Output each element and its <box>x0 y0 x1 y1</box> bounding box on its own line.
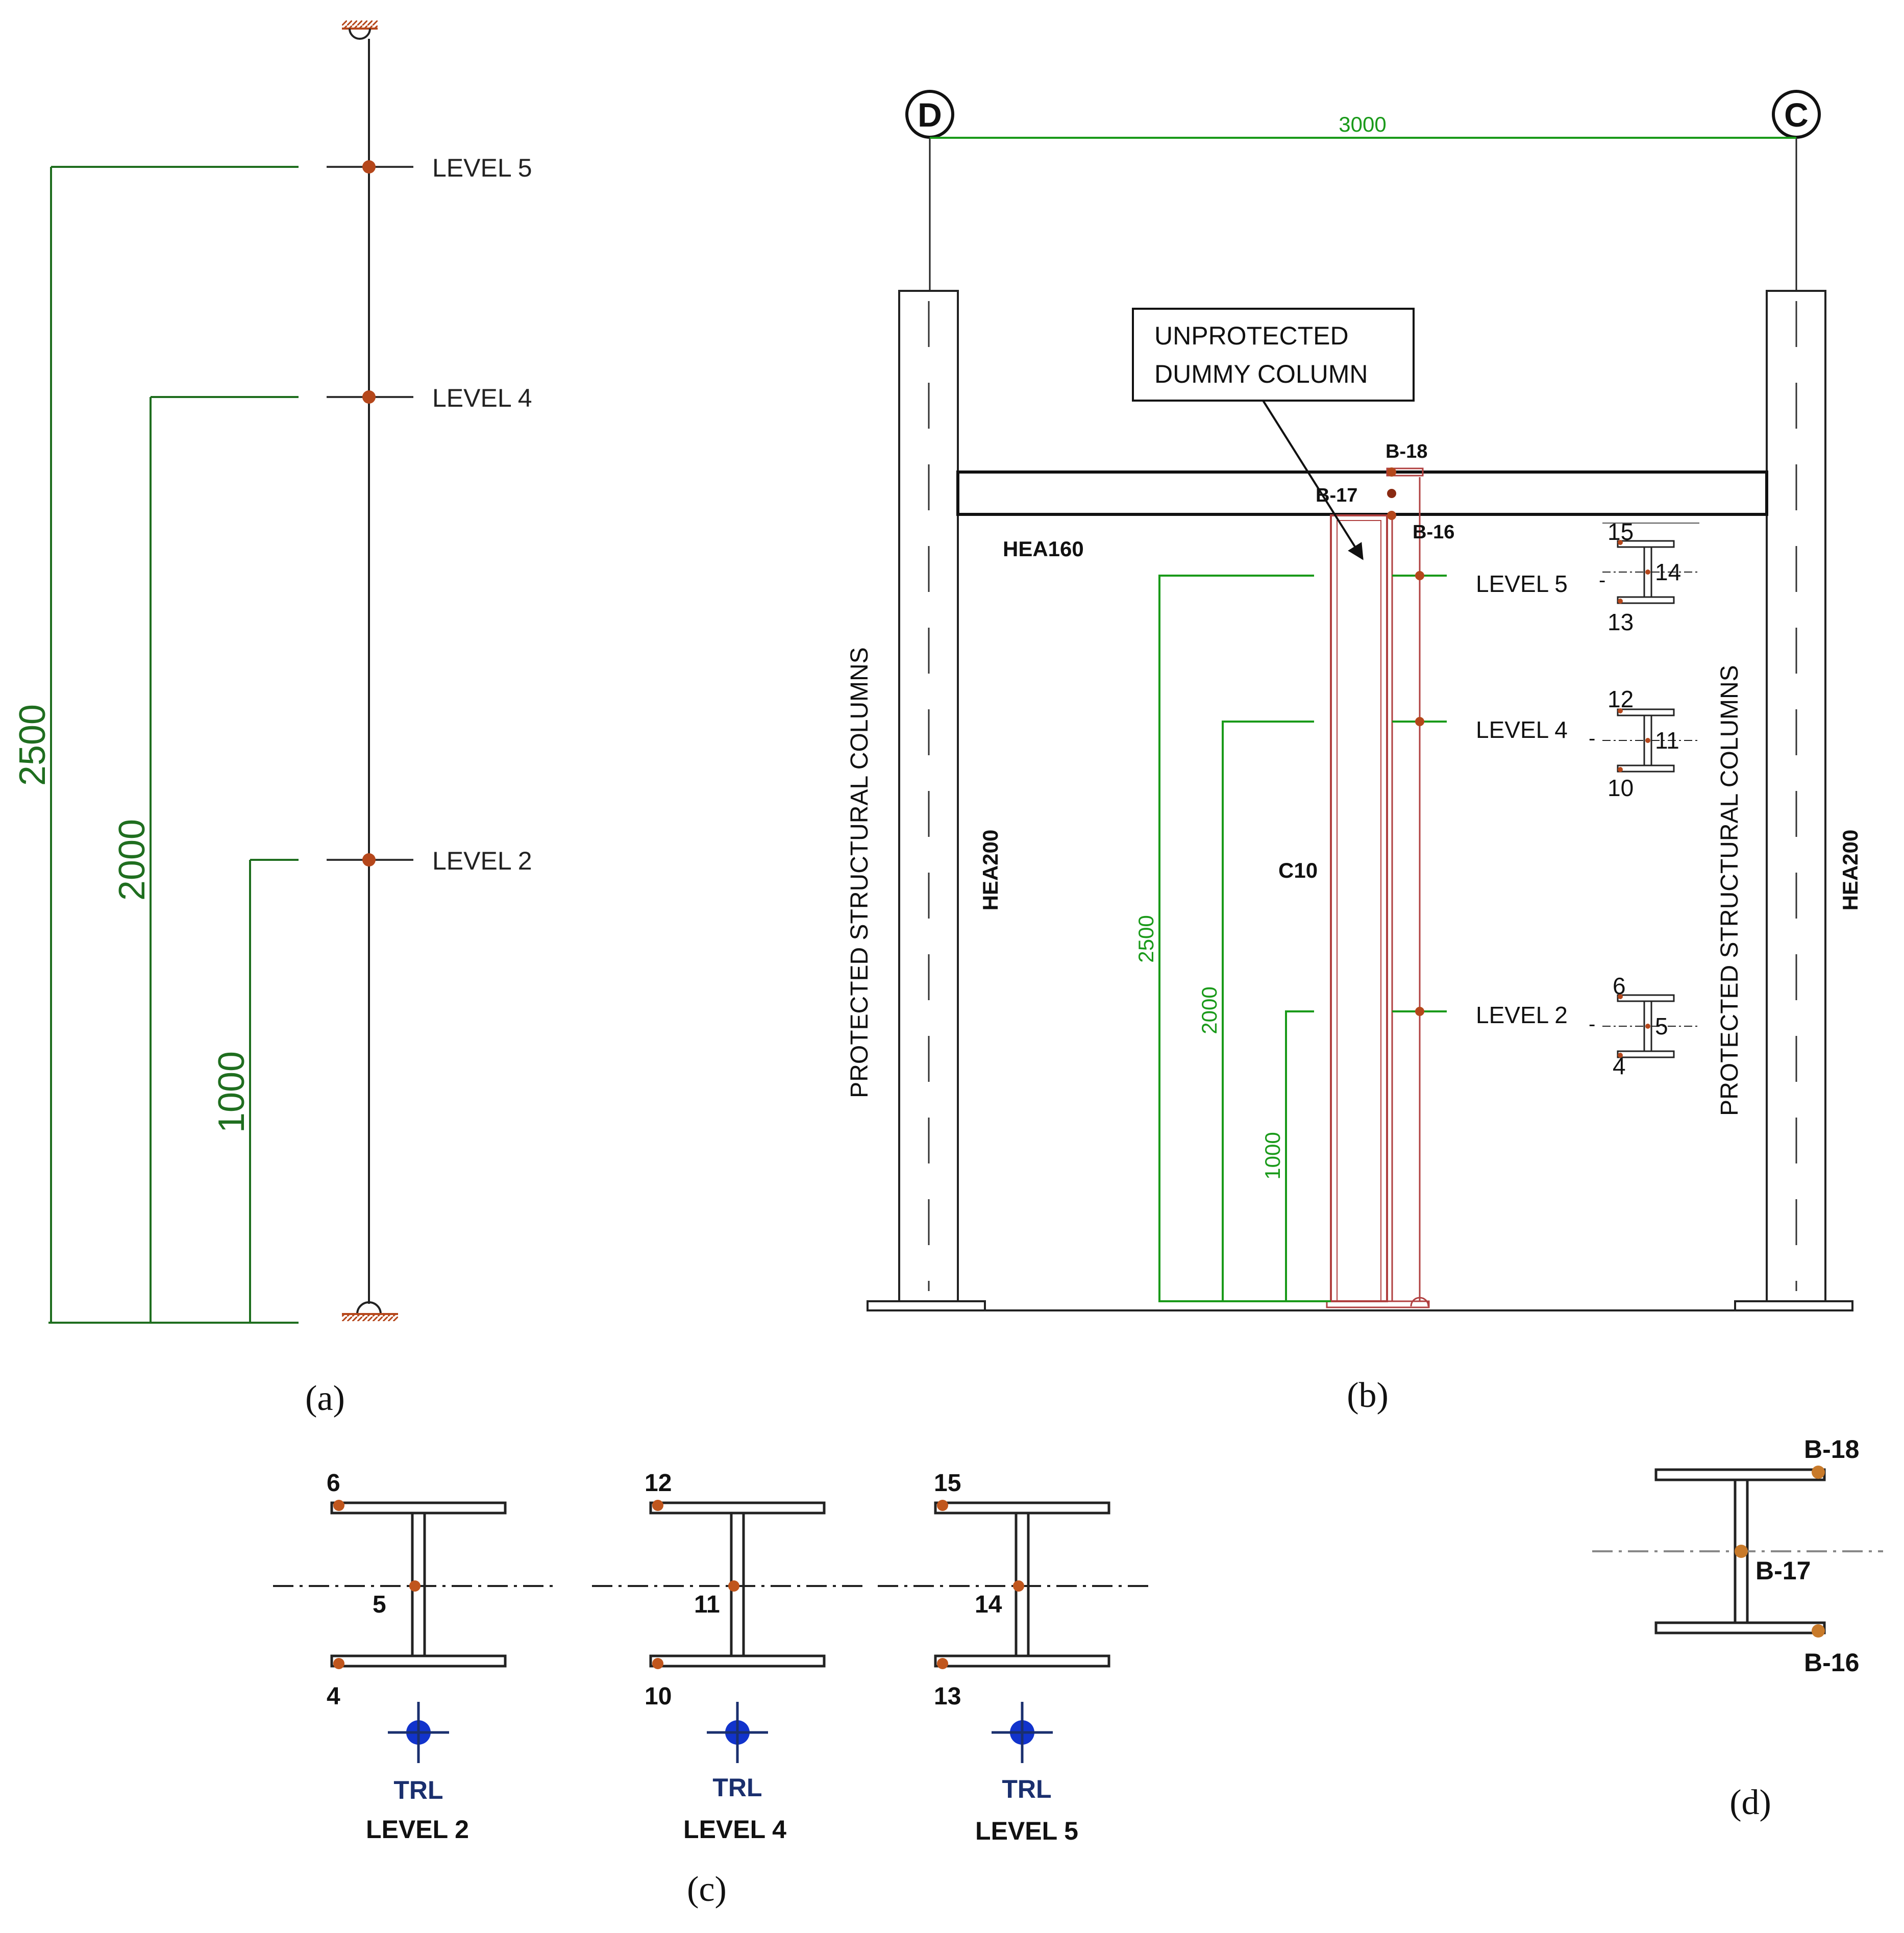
beam-hea160 <box>956 470 1768 516</box>
mini-section-level-5: - <box>1599 523 1699 604</box>
dummy-column-c10 <box>1326 467 1430 1308</box>
section-level-5 <box>878 1500 1148 1763</box>
dim-line-b-level-2 <box>1285 1010 1314 1301</box>
b-level-2-label: LEVEL 2 <box>1476 1002 1568 1028</box>
b-point-11: 11 <box>1655 727 1679 754</box>
level-4-label: LEVEL 4 <box>432 384 532 412</box>
c-point-12: 12 <box>645 1470 672 1497</box>
b-point-13: 13 <box>1608 609 1634 635</box>
pin-support-bottom <box>342 1301 398 1321</box>
section-level-2 <box>273 1500 559 1763</box>
beam-label: HEA160 <box>1003 537 1084 561</box>
callout-line-2: DUMMY COLUMN <box>1154 360 1368 388</box>
caption-d: (d) <box>1729 1783 1771 1822</box>
c-sensor-label-1: TRL <box>393 1776 443 1804</box>
level-2-marker <box>1392 1007 1447 1016</box>
mini-section-level-2: - <box>1589 994 1699 1058</box>
c-point-15: 15 <box>934 1470 961 1497</box>
b-level-4-label: LEVEL 4 <box>1476 716 1568 743</box>
column-left-label: HEA200 <box>978 830 1002 911</box>
svg-text:-: - <box>1589 727 1595 750</box>
panel-c: 6 5 4 TRL LEVEL 2 12 11 10 TRL LEVEL 4 <box>273 1470 1148 1909</box>
callout-line-1: UNPROTECTED <box>1154 321 1349 350</box>
b-point-10: 10 <box>1608 775 1634 801</box>
level-2-label: LEVEL 2 <box>432 847 532 875</box>
b-point-5: 5 <box>1655 1013 1668 1039</box>
d-label-b17: B-17 <box>1755 1556 1811 1585</box>
section-level-4 <box>592 1500 868 1763</box>
c-point-10: 10 <box>645 1683 672 1710</box>
point-d-b17 <box>1735 1545 1748 1558</box>
level-5-marker <box>1392 571 1447 580</box>
dim-b-2500: 2500 <box>1134 915 1158 962</box>
span-dimension: 3000 <box>1339 112 1386 136</box>
dim-line-b-level-4 <box>1222 721 1314 1301</box>
protected-columns-left: PROTECTED STRUCTURAL COLUMNS <box>846 647 873 1098</box>
svg-text:-: - <box>1599 569 1605 591</box>
c-sensor-label-3: TRL <box>1002 1775 1051 1803</box>
c-sensor-label-2: TRL <box>712 1773 762 1802</box>
c-point-5: 5 <box>373 1591 386 1618</box>
c-point-6: 6 <box>327 1470 340 1497</box>
column-right-label: HEA200 <box>1838 830 1862 911</box>
d-label-b16: B-16 <box>1804 1648 1859 1677</box>
grid-label-c: C <box>1784 96 1809 134</box>
level-4-marker <box>1392 717 1447 726</box>
point-b16 <box>1387 511 1396 520</box>
callout-box <box>1132 308 1415 402</box>
caption-b: (b) <box>1347 1376 1389 1415</box>
b-point-6: 6 <box>1613 973 1626 999</box>
dummy-column-label: C10 <box>1278 858 1318 882</box>
dim-line-b-level-5 <box>1158 575 1331 1302</box>
dim-1000: 1000 <box>211 1051 252 1133</box>
caption-c: (c) <box>687 1870 727 1909</box>
b-level-5-label: LEVEL 5 <box>1476 571 1568 597</box>
protected-columns-right: PROTECTED STRUCTURAL COLUMNS <box>1716 665 1743 1116</box>
panel-a: LEVEL 5 2500 LEVEL 4 2000 LEVEL 2 1000 (… <box>12 20 532 1418</box>
c-point-4: 4 <box>327 1683 340 1710</box>
c-point-13: 13 <box>934 1683 961 1710</box>
base-plate-left <box>867 1300 986 1311</box>
dim-2000: 2000 <box>112 819 153 901</box>
caption-a: (a) <box>305 1379 345 1418</box>
node-level-5 <box>362 160 376 174</box>
c-level-label-1: LEVEL 2 <box>366 1815 469 1844</box>
grid-label-d: D <box>918 96 942 134</box>
point-b18 <box>1387 467 1396 477</box>
label-b16: B-16 <box>1413 522 1454 543</box>
dim-b-2000: 2000 <box>1197 986 1221 1034</box>
node-level-4 <box>362 390 376 404</box>
point-d-b18 <box>1812 1466 1825 1479</box>
callout-arrow <box>1262 400 1364 560</box>
c-point-11: 11 <box>694 1591 720 1618</box>
mini-section-level-4: - <box>1589 708 1699 773</box>
base-plate-right <box>1734 1300 1853 1311</box>
panel-d: B-18 B-17 B-16 (d) <box>1592 1435 1883 1822</box>
d-label-b18: B-18 <box>1804 1435 1859 1464</box>
panel-b: D C 3000 <box>846 90 1862 1415</box>
label-b18: B-18 <box>1386 441 1427 462</box>
c-point-14: 14 <box>975 1591 1002 1618</box>
b-point-4: 4 <box>1613 1053 1626 1079</box>
point-b17 <box>1387 489 1396 498</box>
level-5-label: LEVEL 5 <box>432 154 532 182</box>
c-level-label-3: LEVEL 5 <box>975 1817 1078 1845</box>
dim-2500: 2500 <box>12 704 53 786</box>
svg-text:-: - <box>1589 1013 1595 1035</box>
c-level-label-2: LEVEL 4 <box>683 1815 786 1844</box>
dim-b-1000: 1000 <box>1260 1132 1284 1179</box>
pin-support-top <box>342 20 378 40</box>
b-point-14: 14 <box>1655 559 1681 585</box>
b-point-12: 12 <box>1608 686 1634 712</box>
b-point-15: 15 <box>1608 518 1634 545</box>
node-level-2 <box>362 853 376 866</box>
point-d-b16 <box>1812 1624 1825 1638</box>
